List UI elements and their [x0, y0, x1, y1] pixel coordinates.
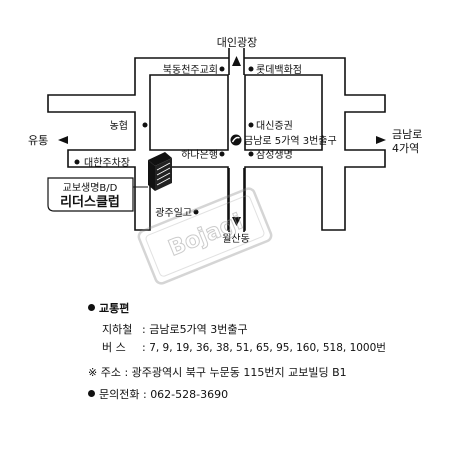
south-arrow-icon	[232, 217, 241, 226]
kyobo-building-icon	[148, 152, 172, 191]
label-bukdong-church: 북동천주교회	[163, 64, 218, 76]
label-gwangju-ilgo: 광주일고	[155, 207, 192, 219]
watermark-stamp	[137, 187, 273, 285]
label-north: 대인광장	[217, 36, 257, 49]
label-samsung-life: 삼성생명	[256, 149, 293, 161]
subway-station-icon	[230, 134, 242, 146]
label-geumnamro-station: 금남로 5가역 3번출구	[244, 135, 337, 147]
label-hana-bank: 하나은행	[181, 148, 218, 161]
building-label-line1: 교보생명B/D	[63, 182, 118, 194]
east-arrow-icon	[376, 136, 386, 144]
west-arrow-icon	[58, 136, 68, 144]
label-lotte-dept: 롯데백화점	[256, 64, 302, 76]
label-east-line1: 금남로	[392, 128, 422, 141]
label-west: 유통	[28, 134, 48, 147]
landmark-dots	[74, 66, 254, 215]
building-label-line2: 리더스클럽	[60, 194, 120, 210]
label-east-line2: 4가역	[392, 142, 419, 155]
building-label-box	[47, 177, 134, 212]
label-south: 월산동	[222, 233, 250, 245]
label-daehan-parking: 대한주차장	[84, 157, 130, 169]
label-nonghyup: 농협	[110, 119, 128, 132]
label-daeshin: 대신증권	[256, 120, 293, 132]
north-arrow-icon	[232, 56, 241, 66]
